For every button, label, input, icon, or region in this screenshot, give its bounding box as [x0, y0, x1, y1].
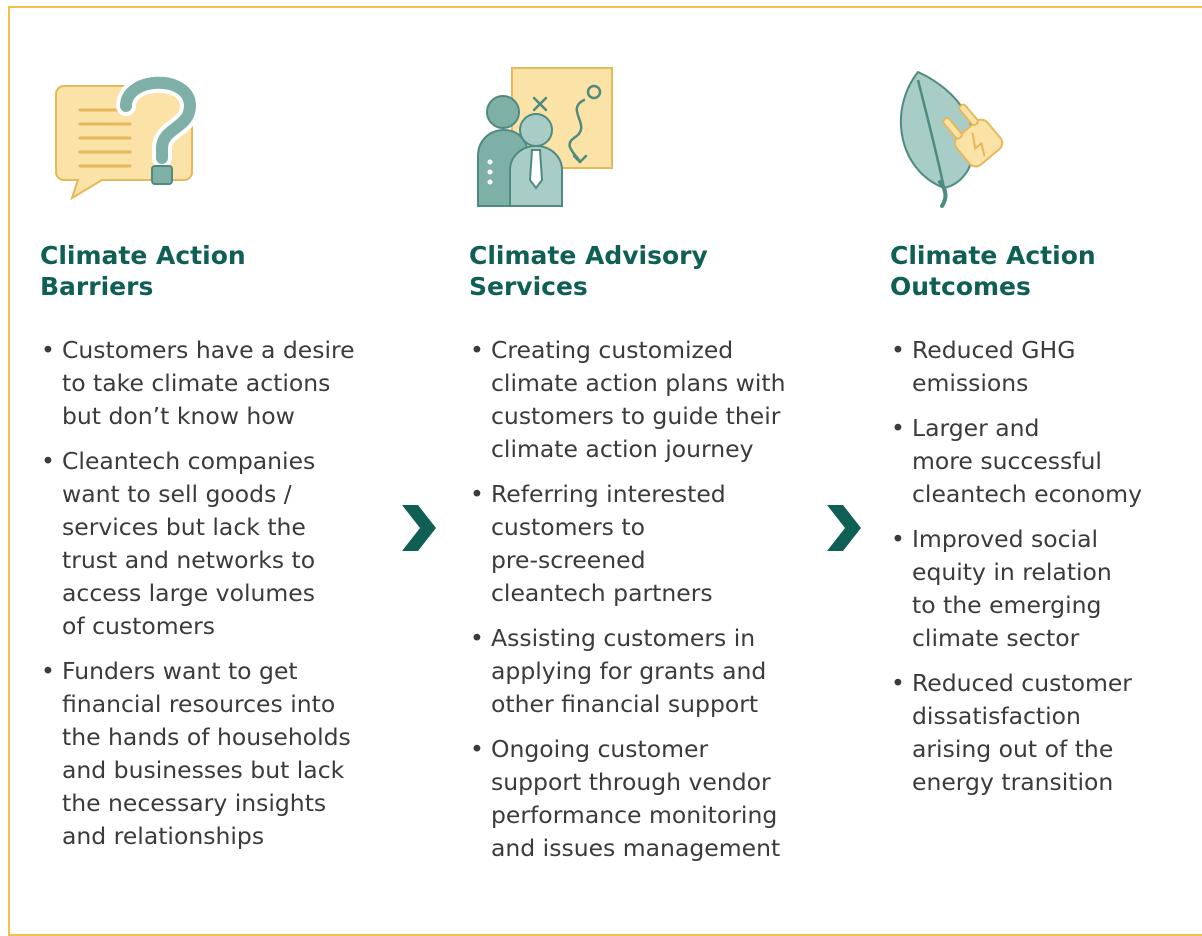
chevron-right-icon	[402, 505, 436, 551]
bullet-list: Reduced GHG emissions Larger and more su…	[890, 334, 1190, 811]
list-item: Improved social equity in relation to th…	[890, 523, 1190, 655]
column-title: Climate Advisory Services	[469, 241, 708, 301]
list-item: Funders want to get financial resources …	[40, 655, 400, 853]
bullet-list: Creating customized climate action plans…	[469, 334, 839, 877]
chevron-right-icon	[827, 505, 861, 551]
list-item: Referring interested customers to pre-sc…	[469, 478, 839, 610]
list-item: Customers have a desire to take climate …	[40, 334, 400, 433]
advisors-strategy-board-icon	[477, 67, 613, 207]
list-item: Reduced GHG emissions	[890, 334, 1190, 400]
list-item: Cleantech companies want to sell goods /…	[40, 445, 400, 643]
list-item: Reduced customer dissatisfaction arising…	[890, 667, 1190, 799]
list-item: Assisting customers in applying for gran…	[469, 622, 839, 721]
list-item: Creating customized climate action plans…	[469, 334, 839, 466]
column-title: Climate Action Outcomes	[890, 241, 1096, 301]
question-speech-bubble-icon	[55, 72, 201, 201]
list-item: Ongoing customer support through vendor …	[469, 733, 839, 865]
list-item: Larger and more successful cleantech eco…	[890, 412, 1190, 511]
leaf-plug-icon	[899, 70, 1004, 208]
bullet-list: Customers have a desire to take climate …	[40, 334, 400, 865]
column-title: Climate Action Barriers	[40, 241, 246, 301]
